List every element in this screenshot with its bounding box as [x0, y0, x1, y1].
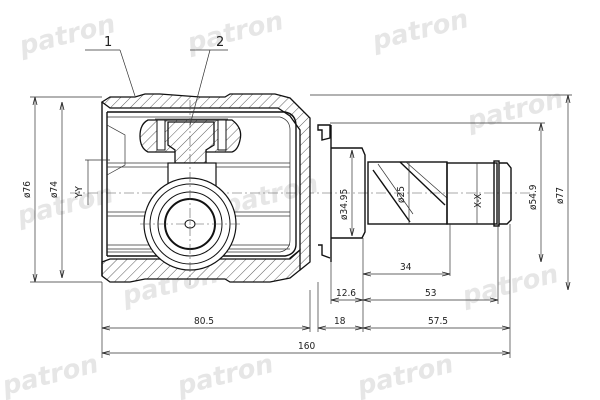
- callout-2-label: 2: [216, 35, 224, 50]
- dim-housing: 80.5: [194, 316, 214, 327]
- watermark: patron: [183, 6, 286, 59]
- dim-spline-total: 53: [425, 288, 436, 299]
- trunnion-pin: [167, 121, 215, 164]
- dim-spline-helix: 34: [400, 262, 412, 273]
- watermark: patron: [463, 84, 566, 137]
- callouts: 1 2: [85, 35, 228, 126]
- dim-collar: 12.6: [336, 288, 356, 299]
- shaft: [317, 124, 512, 262]
- watermark: patron: [173, 349, 276, 400]
- dim-overall: 160: [298, 341, 315, 352]
- dim-shaft-collar: ø34.95: [339, 189, 350, 220]
- section-y-y: Y-Y: [74, 186, 85, 199]
- dim-inner-left: ø74: [49, 181, 60, 198]
- dim-outer-right: ø77: [555, 187, 566, 204]
- callout-1-label: 1: [104, 35, 112, 50]
- section-x-x: X-X: [473, 193, 484, 208]
- dim-spline: ø25: [396, 186, 407, 203]
- length-dimensions: 34 12.6 53 80.5 18 57.5 160: [101, 224, 511, 358]
- watermark: patron: [0, 349, 102, 400]
- watermark: patron: [353, 349, 456, 400]
- dim-outer-left: ø76: [22, 181, 33, 198]
- watermark: patron: [368, 4, 471, 57]
- housing-top-wall: [100, 93, 311, 273]
- tripod-roller: [139, 100, 242, 285]
- dim-flange-gap: 18: [334, 316, 346, 327]
- diameter-dimensions: ø76 ø74 Y-Y ø34.95 ø25 X-X ø54.9 ø77: [22, 94, 572, 290]
- dim-shaft: 57.5: [428, 316, 448, 327]
- dim-shaft-end: ø54.9: [528, 184, 539, 210]
